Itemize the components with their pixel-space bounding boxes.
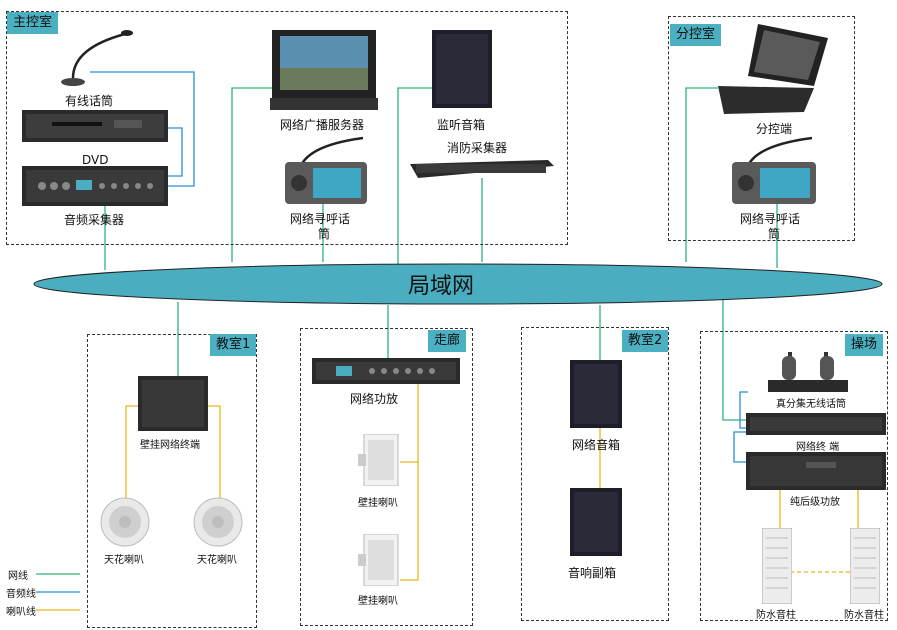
audio-collector-label: 音频采集器 — [64, 213, 125, 227]
zone-classroom-2-label: 教室2 — [622, 330, 669, 352]
broadcast-server-label: 网络广播服务器 — [280, 118, 365, 132]
zone-playground — [700, 331, 888, 621]
zone-classroom-2 — [521, 327, 669, 621]
zone-classroom-1 — [87, 334, 257, 628]
wall-speaker-1-label: 壁挂喇叭 — [358, 498, 398, 509]
network-amplifier-icon — [312, 358, 460, 384]
broadcast-server-icon — [270, 30, 378, 110]
paging-mic-icon — [285, 132, 367, 204]
wall-speaker-2-label: 壁挂喇叭 — [358, 596, 398, 607]
wall-terminal-icon — [138, 376, 208, 431]
waterproof-column-2-label: 防水音柱 — [844, 610, 884, 621]
zone-corridor — [300, 328, 473, 626]
waterproof-column-1-label: 防水音柱 — [756, 610, 796, 621]
subwoofer-label: 音响副箱 — [568, 566, 617, 580]
paging-mic-2-icon — [732, 134, 816, 204]
zone-branch-control-label: 分控室 — [670, 24, 722, 46]
subwoofer-icon — [570, 488, 622, 556]
wireless-mic-icon — [768, 352, 848, 392]
network-terminal-label: 网络终 端 — [796, 442, 840, 453]
zone-corridor-label: 走廊 — [428, 330, 467, 352]
wireless-mic-label: 真分集无线话筒 — [776, 399, 846, 410]
ceiling-speaker-2-icon — [193, 497, 243, 547]
zone-main-control — [6, 11, 568, 245]
paging-mic-2-label: 网络寻呼话 — [740, 212, 801, 226]
legend-network-cable: 网线 — [8, 571, 28, 582]
network-amplifier-label: 网络功放 — [350, 392, 399, 406]
zone-playground-label: 操场 — [845, 334, 884, 356]
lan-label: 局域网 — [408, 274, 475, 299]
waterproof-column-2-icon — [849, 527, 881, 605]
dvd-player-icon — [22, 110, 168, 142]
paging-mic-label-line2: 筒 — [318, 227, 331, 241]
wired-mic-label: 有线话筒 — [65, 94, 114, 108]
waterproof-column-1-icon — [761, 527, 793, 605]
zone-branch-control — [668, 16, 855, 241]
fire-collector-label: 消防采集器 — [447, 141, 508, 155]
wall-speaker-2-icon — [358, 533, 400, 587]
laptop-icon — [718, 24, 828, 116]
wall-terminal-label: 壁挂网络终端 — [140, 440, 200, 451]
ceiling-speaker-1-icon — [100, 497, 150, 547]
zone-main-control-label: 主控室 — [7, 12, 59, 34]
gooseneck-mic-icon — [55, 28, 135, 88]
power-amplifier-icon — [746, 452, 886, 490]
wall-speaker-1-icon — [358, 433, 400, 487]
ceiling-speaker-1-label: 天花喇叭 — [104, 555, 144, 566]
monitor-speaker-label: 监听音箱 — [437, 118, 486, 132]
network-speaker-label: 网络音箱 — [572, 438, 621, 452]
paging-mic-label: 网络寻呼话 — [290, 212, 351, 226]
zone-classroom-1-label: 教室1 — [210, 334, 257, 356]
legend-speaker-cable: 喇叭线 — [6, 607, 36, 618]
network-speaker-icon — [570, 360, 622, 428]
paging-mic-2-label-line2: 筒 — [768, 227, 781, 241]
network-terminal-icon — [746, 413, 886, 435]
audio-collector-icon — [22, 166, 168, 206]
fire-collector-icon — [410, 160, 554, 178]
monitor-speaker-icon — [432, 30, 492, 108]
legend-audio-cable: 音频线 — [6, 589, 36, 600]
branch-terminal-label: 分控端 — [756, 122, 793, 136]
ceiling-speaker-2-label: 天花喇叭 — [197, 555, 237, 566]
lan-ellipse — [32, 262, 884, 306]
dvd-label: DVD — [82, 153, 109, 167]
power-amplifier-label: 纯后级功放 — [790, 497, 840, 508]
